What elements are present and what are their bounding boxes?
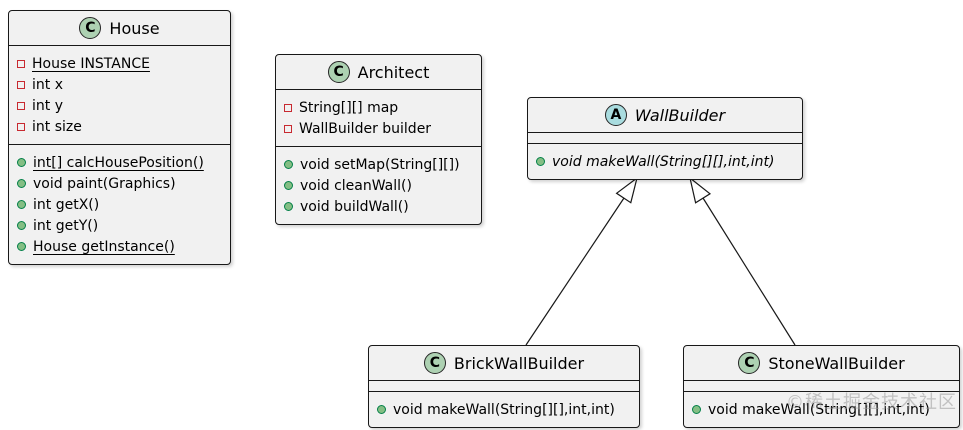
field-label: String[][] map (299, 99, 399, 116)
class-box-stonewallbuilder: C StoneWallBuilder void makeWall(String[… (683, 345, 960, 428)
private-field-icon (17, 122, 25, 131)
class-header: C BrickWallBuilder (369, 346, 639, 381)
public-method-icon (17, 242, 26, 251)
public-method-icon (17, 200, 26, 209)
method-label: void makeWall(String[][],int,int) (708, 401, 930, 418)
methods-section: void makeWall(String[][],int,int) (684, 391, 959, 427)
class-header: C StoneWallBuilder (684, 346, 959, 381)
public-method-icon (377, 405, 386, 414)
public-method-icon (17, 179, 26, 188)
method-label: int getX() (33, 196, 100, 213)
field-label: int size (32, 118, 82, 135)
method-label: void makeWall(String[][],int,int) (552, 153, 775, 170)
method-label: void setMap(String[][]) (300, 156, 460, 173)
public-method-icon (284, 181, 293, 190)
method-label: void buildWall() (300, 198, 409, 215)
method-label: int[] calcHousePosition() (33, 154, 204, 171)
field-label: WallBuilder builder (299, 120, 432, 137)
method-row: void paint(Graphics) (9, 173, 230, 194)
inheritance-arrow-stonewallbuilder-to-wallbuilder (689, 176, 796, 346)
field-row: House INSTANCE (9, 53, 230, 74)
public-method-icon (536, 157, 545, 166)
field-label: int x (32, 76, 63, 93)
private-field-icon (17, 80, 25, 89)
class-header: A WallBuilder (528, 98, 802, 133)
abstract-stereotype-icon: A (604, 104, 627, 126)
class-stereotype-icon: C (738, 352, 761, 374)
method-row: void makeWall(String[][],int,int) (528, 151, 802, 172)
class-stereotype-icon: C (79, 17, 102, 39)
class-box-brickwallbuilder: C BrickWallBuilder void makeWall(String[… (368, 345, 640, 428)
method-label: House getInstance() (33, 238, 175, 255)
public-method-icon (284, 160, 293, 169)
field-row: int size (9, 116, 230, 137)
method-row: House getInstance() (9, 236, 230, 257)
class-box-wallbuilder: A WallBuilder void makeWall(String[][],i… (527, 97, 803, 180)
method-label: void paint(Graphics) (33, 175, 176, 192)
class-stereotype-icon: C (327, 61, 350, 83)
methods-section: void makeWall(String[][],int,int) (528, 143, 802, 179)
class-name: BrickWallBuilder (453, 353, 585, 373)
methods-section: int[] calcHousePosition() void paint(Grap… (9, 144, 230, 264)
methods-section: void makeWall(String[][],int,int) (369, 391, 639, 427)
inheritance-arrow-brickwallbuilder-to-wallbuilder (525, 176, 638, 346)
class-box-house: C House House INSTANCE int x int y int size… (8, 10, 231, 265)
field-row: int x (9, 74, 230, 95)
field-row: WallBuilder builder (276, 118, 481, 139)
fields-section: House INSTANCE int x int y int size (9, 46, 230, 144)
method-row: void cleanWall() (276, 175, 481, 196)
fields-section-empty (369, 381, 639, 391)
class-name: House (109, 18, 160, 38)
method-row: void makeWall(String[][],int,int) (684, 399, 959, 420)
method-row: void makeWall(String[][],int,int) (369, 399, 639, 420)
watermark: ©稀土掘金技术社区 (786, 392, 957, 413)
public-method-icon (17, 158, 26, 167)
field-label: House INSTANCE (32, 55, 150, 72)
private-field-icon (284, 124, 292, 133)
class-header: C Architect (276, 55, 481, 90)
field-label: int y (32, 97, 63, 114)
method-row: int getY() (9, 215, 230, 236)
methods-section: void setMap(String[][]) void cleanWall() v… (276, 146, 481, 224)
private-field-icon (284, 103, 292, 112)
class-name: WallBuilder (634, 105, 726, 125)
method-label: int getY() (33, 217, 99, 234)
method-row: void setMap(String[][]) (276, 154, 481, 175)
method-row: int getX() (9, 194, 230, 215)
public-method-icon (284, 202, 293, 211)
method-label: void makeWall(String[][],int,int) (393, 401, 615, 418)
private-field-icon (17, 59, 25, 68)
method-label: void cleanWall() (300, 177, 412, 194)
field-row: String[][] map (276, 97, 481, 118)
class-header: C House (9, 11, 230, 46)
public-method-icon (17, 221, 26, 230)
class-stereotype-icon: C (423, 352, 446, 374)
public-method-icon (692, 405, 701, 414)
private-field-icon (17, 101, 25, 110)
class-name: StoneWallBuilder (768, 353, 905, 373)
field-row: int y (9, 95, 230, 116)
method-row: void buildWall() (276, 196, 481, 217)
method-row: int[] calcHousePosition() (9, 152, 230, 173)
class-name: Architect (357, 62, 430, 82)
fields-section-empty (528, 133, 802, 143)
